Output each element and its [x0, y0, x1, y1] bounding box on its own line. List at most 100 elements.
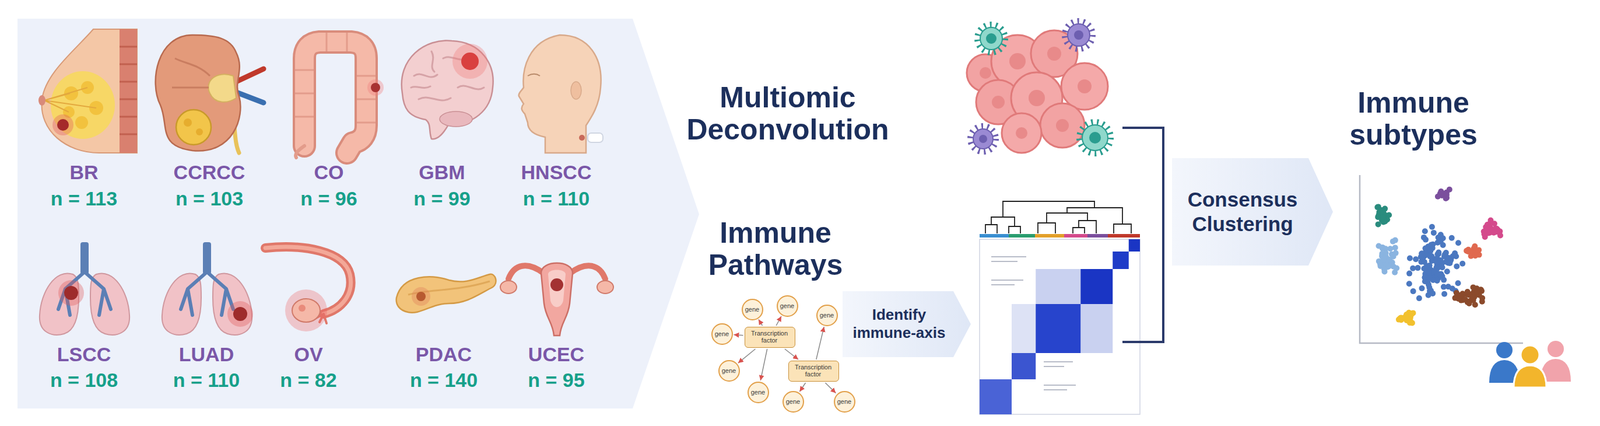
- scatter-dot: [1420, 253, 1427, 259]
- scatter-dot: [1421, 258, 1428, 265]
- colon-illustration-part: [295, 32, 376, 123]
- gene-circle: gene: [776, 295, 799, 317]
- consensus-matrix-illustration-part: [985, 201, 1132, 234]
- scatter-dot: [1397, 315, 1403, 322]
- tumor-microenvironment-illustration-part: [1064, 20, 1093, 49]
- section-heading: Multiomic Deconvolution: [659, 81, 917, 146]
- gene-circle: gene: [833, 390, 856, 413]
- scatter-dot: [1444, 268, 1451, 275]
- factor-box: Transcription factor: [744, 326, 796, 348]
- gene-label: gene: [714, 330, 729, 338]
- scatter-dot: [1479, 295, 1486, 301]
- tumor-microenvironment-illustration-part: [1028, 89, 1045, 107]
- label-box: n = 140: [379, 368, 508, 392]
- breast-illustration-part: [57, 118, 69, 131]
- section-heading: Immune Pathways: [688, 216, 863, 282]
- consensus-matrix-illustration-part: [1080, 268, 1113, 304]
- label-box: HNSCC: [492, 160, 621, 184]
- connector: [758, 318, 763, 326]
- tumor-microenvironment-illustration-part: [1047, 46, 1062, 61]
- cancer-type-label: LUAD: [142, 342, 271, 366]
- breast-illustration-part: [50, 71, 115, 139]
- cancer-type-label: OV: [244, 342, 373, 366]
- people-icon-part: [1513, 365, 1547, 388]
- label-box: n = 99: [377, 187, 507, 210]
- connector: [776, 316, 782, 326]
- connector: [799, 382, 806, 392]
- scatter-dots: [1374, 186, 1504, 326]
- scatter-dot: [1375, 220, 1382, 227]
- label-box: BR: [19, 160, 149, 184]
- breast-illustration-part: [119, 29, 138, 153]
- tumor-microenvironment-illustration-part: [986, 33, 997, 44]
- gene-label: gene: [837, 397, 852, 405]
- section-heading: Immune subtypes: [1325, 86, 1501, 152]
- consensus-matrix-illustration-part: [1112, 251, 1129, 269]
- scatter-dot: [1422, 227, 1428, 234]
- consensus-matrix-illustration-part: [1034, 233, 1065, 238]
- factor-label: Transcription factor: [748, 329, 791, 344]
- label-box: n = 95: [492, 368, 621, 392]
- cancer-type-label: PDAC: [379, 342, 508, 366]
- scatter-dot: [1426, 269, 1433, 276]
- label-box: Multiomic Deconvolution: [659, 81, 917, 146]
- sample-count: n = 140: [379, 368, 508, 392]
- scatter-dot: [1471, 243, 1478, 249]
- scatter-dot: [1466, 300, 1473, 307]
- scatter-dot: [1488, 217, 1494, 224]
- connector: [784, 348, 799, 360]
- tumor-microenvironment-illustration-part: [979, 67, 992, 79]
- scatter-dot: [1426, 284, 1433, 291]
- people-icon-part: [1547, 340, 1564, 357]
- pancreas-illustration: [396, 274, 497, 313]
- label-box: Immune subtypes: [1325, 86, 1501, 152]
- consensus-matrix-illustration-part: [1087, 233, 1108, 238]
- scatter-dot: [1436, 238, 1442, 245]
- uterus-illustration: [500, 262, 614, 336]
- brain-illustration: [401, 40, 494, 140]
- scatter-dot: [1430, 229, 1437, 236]
- tumor-microenvironment-illustration-part: [1001, 113, 1042, 153]
- ovary-illustration-part: [292, 298, 321, 322]
- lung-illustration: [162, 241, 254, 335]
- uterus-illustration-part: [548, 269, 566, 308]
- lung-illustration-part: [227, 300, 254, 327]
- scatter-dot: [1497, 232, 1504, 239]
- scatter-dot: [1455, 279, 1462, 286]
- pancreas-illustration-part: [396, 274, 497, 313]
- brain-illustration-part: [439, 111, 473, 127]
- breast-illustration-part: [75, 116, 89, 129]
- colon-illustration-part: [370, 82, 381, 93]
- tumor-microenvironment-illustration-part: [1055, 118, 1069, 132]
- sample-count: n = 110: [492, 187, 621, 210]
- tumor-microenvironment-illustration-part: [991, 95, 1005, 109]
- gene-circle: gene: [741, 298, 764, 321]
- consensus-matrix-illustration-part: [979, 379, 1012, 414]
- gene-label: gene: [721, 366, 736, 374]
- scatter-dot: [1410, 288, 1417, 294]
- scatter-dot: [1455, 239, 1462, 246]
- scatter-dot: [1420, 234, 1427, 241]
- breast-illustration-part: [44, 87, 97, 112]
- sample-count: n = 99: [377, 187, 507, 210]
- scatter-dot: [1427, 247, 1434, 254]
- label-box: OV: [244, 342, 373, 366]
- kidney-illustration-part: [172, 58, 210, 88]
- scatter-dot: [1453, 253, 1459, 259]
- uterus-illustration-part: [570, 265, 606, 279]
- breast-illustration-part: [52, 114, 74, 136]
- connector: [733, 334, 743, 336]
- consensus-matrix-illustration-part: [1035, 268, 1081, 304]
- label-box: PDAC: [379, 342, 508, 366]
- tumor-microenvironment-illustration-part: [1089, 131, 1101, 144]
- connector: [816, 326, 824, 360]
- tumor-microenvironment-illustration-part: [1074, 30, 1084, 40]
- tumor-microenvironment-illustration-part: [1015, 127, 1028, 139]
- sample-count: n = 110: [142, 368, 271, 392]
- cancer-type-label: LSCC: [19, 342, 149, 366]
- scatter-dot: [1434, 193, 1441, 200]
- head-neck-illustration-part: [527, 74, 540, 76]
- gene-label: gene: [745, 305, 760, 313]
- pancreas-illustration-part: [411, 286, 431, 306]
